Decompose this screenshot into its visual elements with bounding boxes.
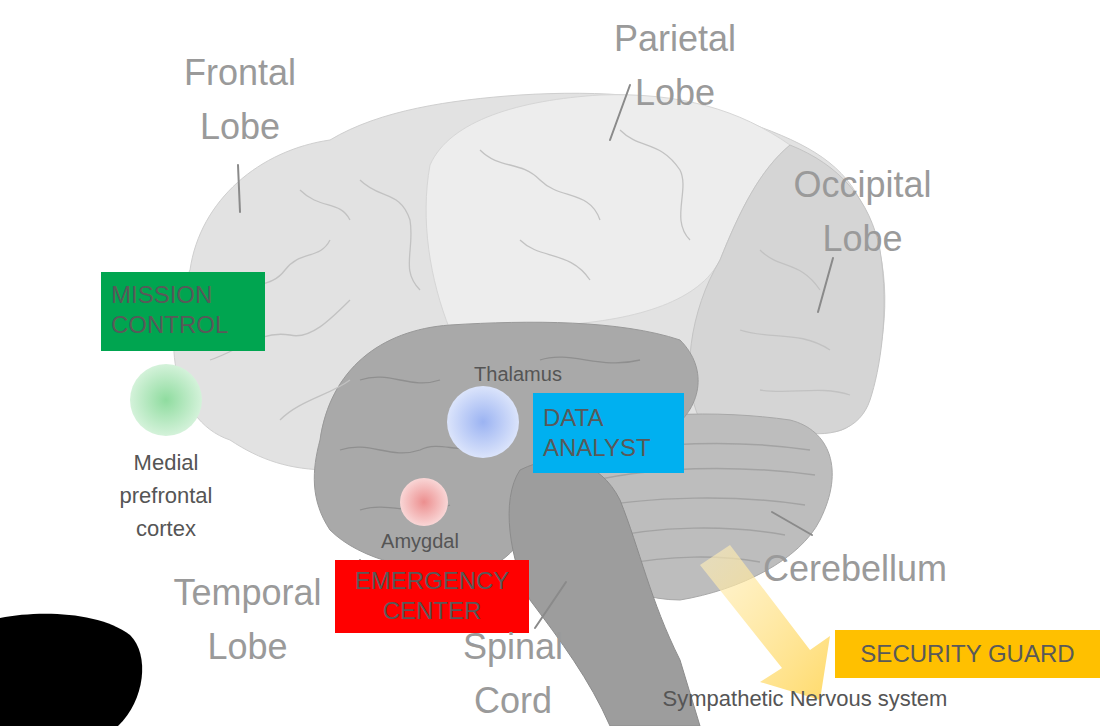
role-text: DATA ANALYST xyxy=(543,403,674,463)
dark-blob xyxy=(0,614,142,726)
system-label: Sympathetic Nervous system xyxy=(610,684,1000,714)
role-text: SECURITY GUARD xyxy=(839,639,1096,669)
role-text: MISSION CONTROL xyxy=(111,280,255,340)
role-box: EMERGENCY CENTER xyxy=(335,560,529,633)
leader-lines xyxy=(238,85,833,628)
amygdala-circle xyxy=(400,478,448,526)
lobe-label: Parietal Lobe xyxy=(590,12,760,120)
structure-label: Medial prefrontal cortex xyxy=(96,446,236,545)
gyri-lines xyxy=(210,130,850,420)
lobe-label: Temporal Lobe xyxy=(160,566,335,674)
structure-label: Amygdal xyxy=(355,528,485,554)
thalamus-circle xyxy=(447,386,519,458)
structure-label: Thalamus xyxy=(438,362,598,386)
lobe-label: Occipital Lobe xyxy=(775,158,950,266)
role-box: SECURITY GUARD xyxy=(835,630,1100,678)
lobe-label: Frontal Lobe xyxy=(160,46,320,154)
role-text: EMERGENCY CENTER xyxy=(341,566,523,626)
role-box: DATA ANALYST xyxy=(533,393,684,473)
part-label: Cerebellum xyxy=(740,547,970,591)
prefrontal-circle xyxy=(130,364,202,436)
part-label: Spinal Cord xyxy=(448,620,578,726)
role-box: MISSION CONTROL xyxy=(101,272,265,351)
temporal-lobe-shape xyxy=(314,322,698,571)
